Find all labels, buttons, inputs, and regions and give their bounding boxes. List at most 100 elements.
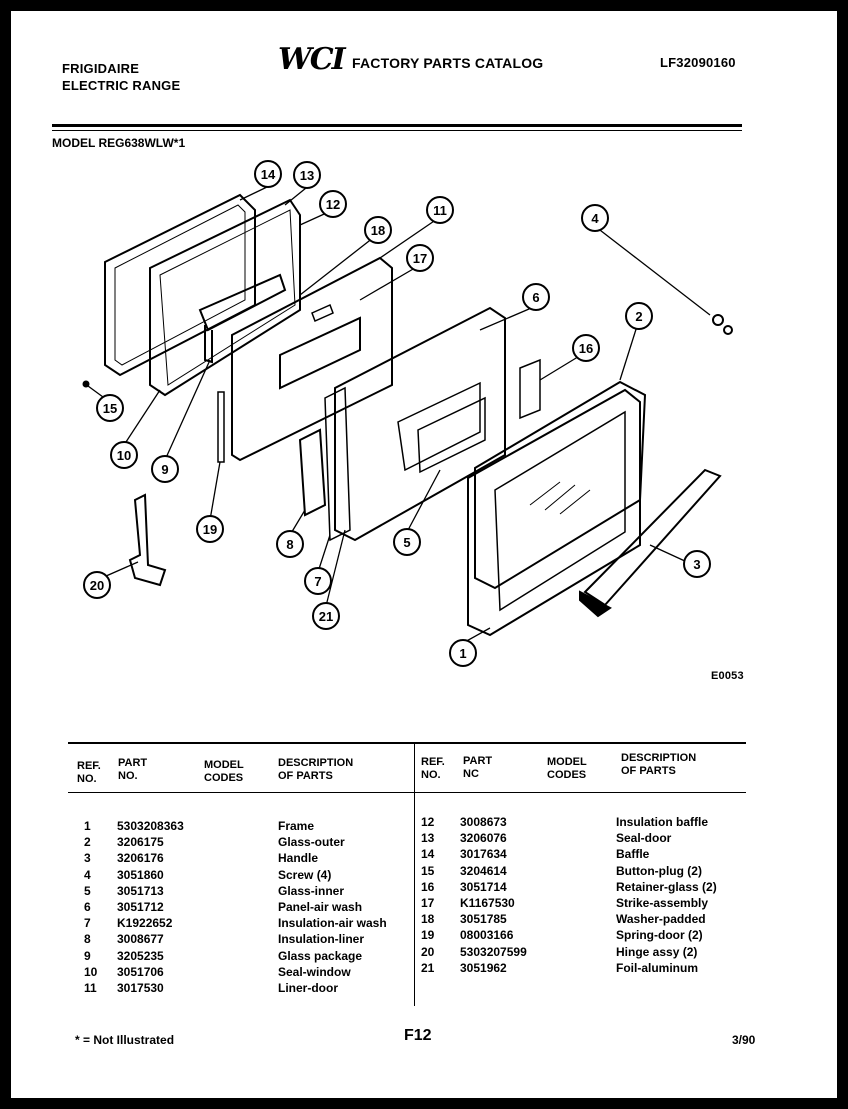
- callout-15: 15: [96, 394, 124, 422]
- part-number-cell: 3051712: [117, 900, 164, 914]
- callout-markers: 14 13 12 18 11 17 6 4 2 16 15 10 9 19 8 …: [83, 160, 711, 667]
- part-number-cell: K1167530: [460, 896, 515, 910]
- callout-11: 11: [426, 196, 454, 224]
- part-seal-door: [149, 198, 301, 397]
- part-insulation-liner: [298, 428, 327, 517]
- svg-text:12: 12: [326, 197, 340, 212]
- svg-text:7: 7: [314, 574, 321, 589]
- callout-6: 6: [522, 283, 550, 311]
- svg-text:2: 2: [635, 309, 642, 324]
- svg-text:8: 8: [286, 537, 293, 552]
- description-cell: Glass-inner: [278, 883, 345, 898]
- catalog-number: LF32090160: [660, 55, 736, 70]
- callout-18: 18: [364, 216, 392, 244]
- part-insulation-air-wash: [324, 386, 351, 542]
- description-cell: Button-plug (2): [616, 863, 702, 878]
- callout-12: 12: [319, 190, 347, 218]
- parts-row: 16 3051714 Retainer-glass (2): [421, 880, 751, 896]
- part-number-cell: 3051860: [117, 867, 164, 882]
- svg-text:15: 15: [103, 401, 117, 416]
- svg-text:4: 4: [591, 211, 599, 226]
- header-rule-top: [52, 124, 742, 127]
- exploded-door-diagram: 14 13 12 18 11 17 6 4 2 16 15 10 9 19 8 …: [82, 160, 733, 667]
- part-glass-inner: [417, 396, 486, 474]
- part-window-opening: [279, 316, 361, 390]
- col-ref-right-header: REF.NO.: [421, 756, 445, 781]
- part-number-cell: 3051962: [460, 960, 507, 975]
- callout-17: 17: [406, 244, 434, 272]
- ref-cell: 14: [421, 847, 435, 862]
- part-number-cell: 3205235: [117, 948, 164, 963]
- ref-cell: 15: [421, 863, 435, 878]
- description-cell: Liner-door: [278, 981, 338, 995]
- callout-20: 20: [83, 571, 111, 599]
- callout-16: 16: [572, 334, 600, 362]
- table-divider: [414, 742, 415, 1006]
- parts-row: 10 3051706 Seal-window: [84, 965, 414, 981]
- part-glass-package: [198, 273, 287, 332]
- svg-text:6: 6: [532, 290, 539, 305]
- description-cell: Insulation-liner: [278, 932, 365, 947]
- part-number-cell: 3051706: [117, 964, 164, 979]
- callout-19: 19: [196, 515, 224, 543]
- svg-text:13: 13: [300, 168, 314, 183]
- svg-text:11: 11: [433, 203, 447, 218]
- svg-text:5: 5: [403, 535, 410, 550]
- description-cell: Strike-assembly: [616, 896, 709, 910]
- ref-cell: 5: [84, 883, 91, 898]
- table-rule-top: [68, 742, 746, 744]
- part-number-cell: 3051714: [460, 879, 507, 894]
- svg-text:20: 20: [90, 578, 104, 593]
- part-number-cell: 3051785: [460, 912, 507, 927]
- svg-text:18: 18: [371, 223, 385, 238]
- ref-cell: 12: [421, 815, 435, 829]
- callout-1: 1: [449, 639, 477, 667]
- description-cell: Frame: [278, 819, 315, 833]
- ref-cell: 9: [84, 948, 91, 963]
- header-rule-bottom: [52, 130, 742, 131]
- ref-cell: 10: [84, 964, 98, 979]
- brand-name: FRIGIDAIRE: [62, 61, 140, 76]
- ref-cell: 7: [84, 916, 91, 931]
- part-number-cell: 3017634: [460, 847, 507, 862]
- svg-text:3: 3: [693, 557, 700, 572]
- callout-7: 7: [304, 567, 332, 595]
- description-cell: Spring-door (2): [616, 928, 703, 943]
- part-panel-air-wash: [334, 306, 506, 542]
- footnote: * = Not Illustrated: [75, 1033, 175, 1047]
- ref-cell: 2: [84, 835, 91, 850]
- ref-cell: 16: [421, 879, 435, 894]
- svg-text:16: 16: [579, 341, 593, 356]
- description-cell: Panel-air wash: [278, 900, 363, 914]
- part-handle: [583, 468, 722, 607]
- description-cell: Retainer-glass (2): [616, 879, 717, 894]
- description-cell: Washer-padded: [616, 912, 706, 927]
- ref-cell: 13: [421, 831, 435, 846]
- description-cell: Handle: [278, 851, 319, 866]
- description-cell: Seal-window: [278, 964, 351, 979]
- revision-date: 3/90: [732, 1033, 756, 1047]
- figure-code: E0053: [711, 670, 744, 682]
- callout-8: 8: [276, 530, 304, 558]
- part-number-cell: 5303208363: [117, 819, 184, 833]
- callout-13: 13: [293, 161, 321, 189]
- description-cell: Screw (4): [278, 867, 332, 882]
- ref-cell: 21: [421, 960, 435, 975]
- description-cell: Seal-door: [616, 831, 672, 846]
- part-retainer-glass: [519, 358, 541, 420]
